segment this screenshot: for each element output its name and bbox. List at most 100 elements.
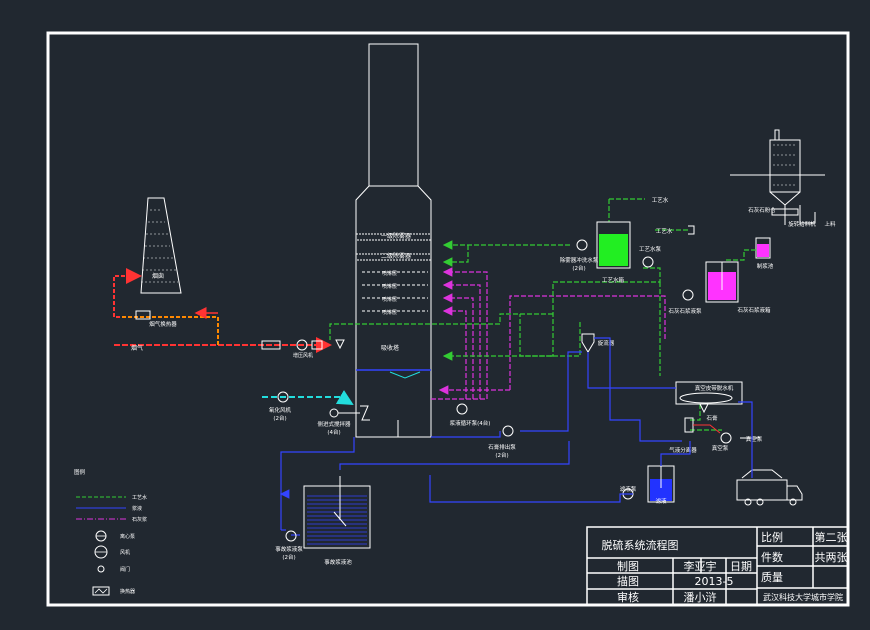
process-water-top-label: 工艺水 [652,196,669,204]
demister-pump-icon [576,239,588,251]
gas-liquid-sep-label: 气液分离器 [669,446,697,454]
pit-agitator-icon [333,476,347,527]
demister1-label: 一级除雾器 [381,232,411,240]
recycle-pump-icon [456,403,468,415]
drawn-label: 制图 [617,560,639,573]
drawing-frame [46,31,850,607]
oxidation-fan-icon [277,391,289,403]
recycle-lines [431,267,666,400]
legend-title: 图例 [74,468,86,476]
lime-tank-label: 制浆池 [757,262,774,270]
chimney-label: 烟囱 [152,272,164,280]
process-water-tank [596,221,631,269]
review-label: 审核 [617,590,639,604]
emergency-pump-label: 事故浆液泵 [275,545,303,553]
lime-tank-level [757,244,769,257]
agitator-count: (4台) [327,428,340,436]
booster-fan-icon [296,339,308,351]
count-label: 件数 [761,551,783,564]
emergency-pit [303,485,371,549]
truck-icon [736,469,803,506]
clean-gas-line [120,316,219,345]
agitator-blade-icon [360,405,370,421]
legend-label: 换热器 [120,588,135,595]
spray-layer-label: 喷淋层 [382,309,397,316]
legend: 图例 工艺水 浆液 石灰浆 离心泵 风机 阀门 换热器 [74,468,147,596]
vacuum-belt-frame [675,381,743,405]
booster-fan-label: 增压风机 [293,352,313,359]
slurry-lines [280,337,753,536]
damper-icon [261,340,281,350]
date-value: 2013-5 [695,575,734,588]
chute-icon [699,403,709,414]
filtrate-pump-label: 滤液泵 [620,485,637,493]
vacuum-line [693,424,721,434]
vacuum-belt-label: 真空皮带脱水机 [695,384,734,392]
flue-gas-label: 烟气 [131,344,143,352]
title-block [586,526,849,606]
legend-label: 石灰浆 [132,516,147,523]
emergency-pump-icon [285,530,297,542]
legend-label: 离心泵 [120,533,135,540]
lime-tank [755,237,771,259]
oxidation-fan-count: (2台) [273,414,286,422]
vacuum-label: 真空泵 [746,435,763,443]
vacuum-pump-icon [720,432,732,444]
slurry-tank-label: 石灰石浆液箱 [737,306,771,314]
slurry-pump-icon [682,289,694,301]
limestone-silo [730,129,825,225]
gypsum-discharge-pump-label: 石膏排出泵 [488,443,516,451]
valve-icon [311,340,323,350]
legend-label: 风机 [120,549,130,556]
emergency-pit-level [307,495,367,545]
spray-layer-label: 喷淋层 [382,296,397,303]
truck-in-label: 上料 [824,220,836,228]
hydrocyclone-icon [581,333,595,353]
limestone-silo-label: 石灰石粉仓 [748,206,776,214]
emergency-pump-count: (2台) [282,553,295,561]
valve-icon [688,225,695,235]
filtrate-tank-label: 滤液 [655,497,667,505]
damper-icon [135,310,151,320]
gypsum-label: 石膏 [706,414,718,422]
legend-label: 阀门 [120,566,130,573]
legend-hx-icon [92,586,110,596]
gypsum-discharge-pump-icon [502,425,514,437]
drawing-title: 脱硫系统流程图 [602,538,679,552]
emergency-pit-label: 事故浆液池 [324,558,352,566]
reviewer: 潘小浒 [684,590,717,604]
oxidation-air-line [262,390,354,406]
demister-pump-count: (2台) [572,264,585,272]
filtrate-level [650,479,672,501]
legend-label: 浆液 [132,505,142,512]
process-water-lines [329,198,722,431]
inlet-icon [335,339,345,350]
legend-valve-icon [97,565,105,573]
spray-layer-label: 喷淋层 [382,270,397,277]
vacuum-belt-icon [679,392,733,404]
chimney-inlet-line [113,268,142,318]
drawn-by: 李亚宇 [684,559,717,573]
agitator-label: 侧进式搅拌器 [317,420,351,428]
process-water-pump-icon [642,256,654,268]
slurry-pump-label: 石灰石浆液泵 [668,307,702,315]
absorber-tower [355,43,432,438]
recycle-pump-label: 浆液循环泵(4台) [450,419,491,427]
scale-label: 比例 [761,530,783,544]
vacuum-pump-label: 真空泵 [712,444,729,452]
total-label: 共两张 [815,551,848,564]
gypsum-discharge-pump-count: (2台) [495,451,508,459]
draft-label: 描图 [617,574,639,588]
demister2-label: 二级除雾器 [381,252,411,260]
legend-label: 工艺水 [132,494,147,501]
quality-label: 质量 [761,571,783,584]
process-water-pump-label: 工艺水泵 [639,245,662,253]
absorber-label: 吸收塔 [381,344,399,352]
process-water-tank-label: 工艺水箱 [602,276,625,284]
hydrocyclone-label: 旋流器 [598,339,615,347]
oxidation-fan-label: 氧化风机 [269,406,292,414]
process-water-mid-label: 工艺水 [656,227,673,235]
institution: 武汉科技大学城市学院 [763,592,843,602]
date-label: 日期 [730,560,752,573]
